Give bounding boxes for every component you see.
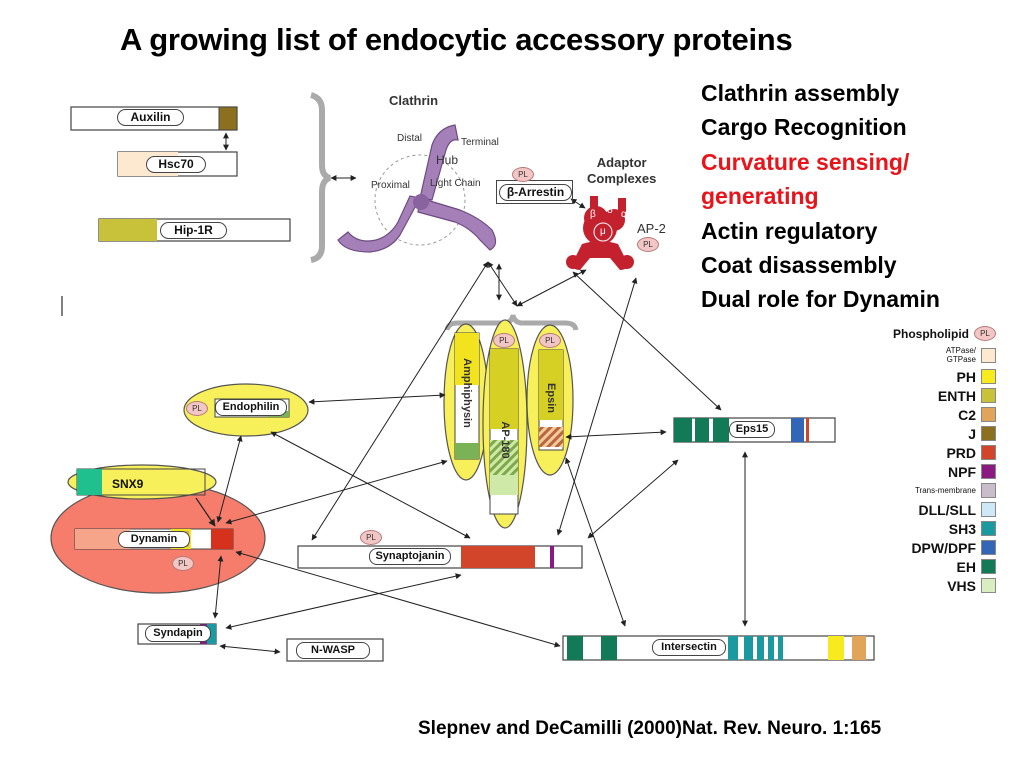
- legend-ph-swatch: [981, 369, 996, 384]
- legend-dpw-swatch: [981, 540, 996, 555]
- snx9-oval: [67, 464, 217, 500]
- snx9-bar: [76, 468, 206, 496]
- legend-j-label: J: [968, 425, 976, 442]
- legend-prd-label: PRD: [946, 444, 976, 461]
- intersectin-label: Intersectin: [652, 639, 726, 656]
- clathrin-bracket: [310, 92, 331, 263]
- category-actin-regulatory: Actin regulatory: [701, 217, 878, 244]
- legend-sh3: SH3: [872, 519, 996, 538]
- synaptojanin-label: Synaptojanin: [369, 548, 451, 565]
- legend-enth: ENTH: [872, 386, 996, 405]
- mu-letter: μ: [600, 226, 606, 237]
- legend-vhs-label: VHS: [947, 577, 976, 594]
- legend-eh-label: EH: [956, 558, 976, 575]
- category-coat-disassembly: Coat disassembly: [701, 252, 897, 279]
- clathrin-light-chain: Light Chain: [430, 178, 481, 189]
- legend-npf-swatch: [981, 464, 996, 479]
- hip1r-label: Hip-1R: [160, 222, 227, 239]
- legend-prd-swatch: [981, 445, 996, 460]
- legend-atpase-label: ATPase/ GTPase: [945, 346, 976, 364]
- legend-phospholipid-label: Phospholipid: [893, 326, 969, 341]
- adaptor-title-line2: Complexes: [587, 171, 657, 186]
- epsin-label: Epsin: [545, 383, 557, 413]
- legend-ph-label: PH: [956, 368, 976, 385]
- clathrin-distal: Distal: [397, 133, 423, 144]
- hsc70-label: Hsc70: [146, 156, 206, 173]
- dynamin-pl-badge: PL: [172, 556, 194, 571]
- legend-dll-label: DLL/SLL: [918, 501, 976, 518]
- category-curvature-sensing: Curvature sensing/: [701, 148, 910, 175]
- category-generating: generating: [701, 183, 819, 210]
- ap2-pl-badge: PL: [637, 237, 659, 252]
- adaptor-title-line1: Adaptor: [596, 155, 647, 170]
- legend-phospholipid: Phospholipid PL: [872, 324, 996, 343]
- legend-dll: DLL/SLL: [872, 500, 996, 519]
- legend-dll-swatch: [981, 502, 996, 517]
- legend-atpase: ATPase/ GTPase: [872, 343, 996, 367]
- sigma-letter: σ: [607, 205, 614, 216]
- legend-j-swatch: [981, 426, 996, 441]
- arrestin-label: β-Arrestin: [499, 184, 572, 201]
- intersectin-bar: [562, 635, 875, 661]
- legend-npf-label: NPF: [948, 463, 976, 480]
- domain-legend: Phospholipid PL ATPase/ GTPase PH ENTH C…: [872, 324, 996, 595]
- beta-letter: β: [590, 209, 596, 220]
- dynamin-label: Dynamin: [118, 531, 190, 548]
- legend-enth-label: ENTH: [937, 387, 976, 404]
- interaction-arrows: [212, 198, 748, 655]
- legend-sh3-swatch: [981, 521, 996, 536]
- clathrin-title: Clathrin: [389, 93, 439, 108]
- ap180-bar: [489, 348, 519, 515]
- citation: Slepnev and DeCamilli (2000)Nat. Rev. Ne…: [418, 718, 882, 739]
- legend-pl-badge: PL: [974, 326, 996, 341]
- snx9-label: SNX9: [112, 477, 144, 491]
- page-title: A growing list of endocytic accessory pr…: [120, 22, 793, 57]
- legend-j: J: [872, 424, 996, 443]
- legend-ph: PH: [872, 367, 996, 386]
- synaptojanin-pl-badge: PL: [360, 530, 382, 545]
- legend-c2-swatch: [981, 407, 996, 422]
- adaptor-title: Adaptor Complexes: [587, 155, 656, 187]
- endophilin-label: Endophilin: [215, 399, 287, 416]
- category-dual-role-dynamin: Dual role for Dynamin: [701, 286, 940, 313]
- arrestin-pl-badge: PL: [512, 167, 534, 182]
- epsin-pl-badge: PL: [539, 333, 561, 348]
- legend-transmembrane-swatch: [981, 483, 996, 498]
- category-list: Clathrin assembly Cargo Recognition Curv…: [701, 76, 940, 317]
- eps15-label: Eps15: [729, 421, 775, 438]
- auxilin-label: Auxilin: [117, 109, 184, 126]
- alpha-letter: α: [621, 209, 627, 220]
- category-clathrin-assembly: Clathrin assembly: [701, 80, 900, 106]
- clathrin-triskelion: [337, 124, 497, 253]
- legend-enth-swatch: [981, 388, 996, 403]
- ap2-complex: [566, 196, 634, 270]
- legend-eh: EH: [872, 557, 996, 576]
- legend-vhs-swatch: [981, 578, 996, 593]
- ap2-label: AP-2: [637, 221, 666, 236]
- clathrin-hub: Hub: [436, 153, 459, 167]
- category-cargo-recognition: Cargo Recognition: [701, 114, 907, 141]
- legend-c2: C2: [872, 405, 996, 424]
- legend-c2-label: C2: [958, 406, 976, 423]
- legend-transmembrane-label: Trans-membrane: [914, 486, 976, 495]
- legend-dpw: DPW/DPF: [872, 538, 996, 557]
- clathrin-proximal: Proximal: [371, 180, 410, 191]
- legend-vhs: VHS: [872, 576, 996, 595]
- nwasp-label: N-WASP: [296, 642, 370, 659]
- ap180-label: AP-180: [499, 421, 511, 459]
- clathrin-terminal: Terminal: [461, 137, 499, 148]
- legend-transmembrane: Trans-membrane: [872, 481, 996, 500]
- snx9-dynamin-arrow: [195, 497, 216, 527]
- legend-atpase-swatch: [981, 347, 996, 363]
- legend-npf: NPF: [872, 462, 996, 481]
- legend-eh-swatch: [981, 559, 996, 574]
- legend-dpw-label: DPW/DPF: [911, 539, 976, 556]
- syndapin-label: Syndapin: [145, 625, 211, 642]
- legend-sh3-label: SH3: [948, 520, 976, 537]
- amphiphysin-label: Amphiphysin: [461, 358, 473, 428]
- ap180-pl-badge: PL: [493, 333, 515, 348]
- legend-prd: PRD: [872, 443, 996, 462]
- endophilin-pl-badge: PL: [186, 401, 208, 416]
